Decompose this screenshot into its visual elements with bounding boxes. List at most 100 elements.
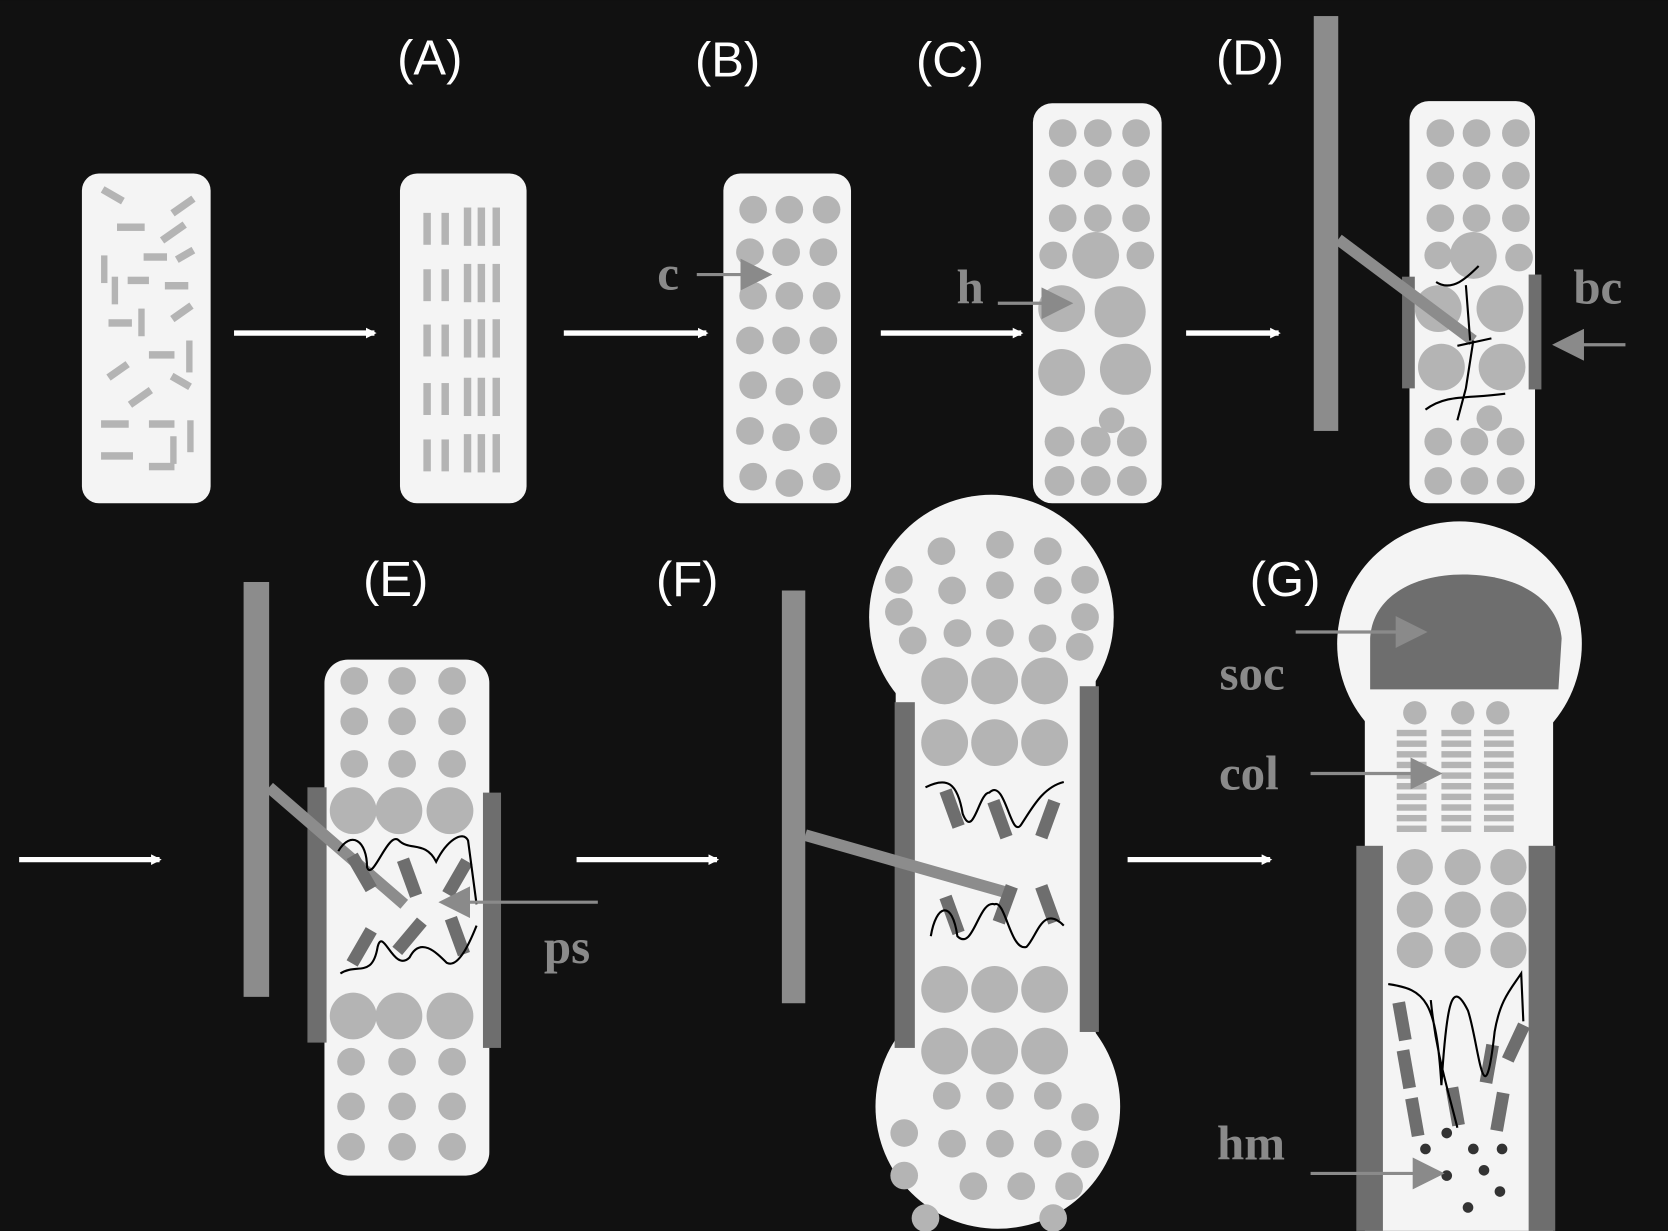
mesenchymal-cell: [148, 462, 175, 471]
cell: [1490, 891, 1527, 928]
cell: [921, 1027, 969, 1075]
cell: [1021, 719, 1069, 767]
columnar-chondrocyte: [1396, 825, 1427, 832]
chondrocyte: [772, 423, 800, 452]
cell: [1444, 931, 1481, 969]
cell: [932, 1081, 961, 1110]
chondrocyte: [492, 377, 500, 417]
mesenchymal-cell: [108, 319, 132, 327]
cell: [1462, 204, 1491, 233]
cell: [1033, 537, 1062, 565]
chondrocyte: [492, 319, 500, 358]
invading-capillaries: [1388, 970, 1525, 1128]
hematopoietic-cell: [1441, 1170, 1453, 1181]
columnar-chondrocyte: [1396, 783, 1427, 790]
hypertrophic-cell: [1405, 1097, 1425, 1138]
cell: [971, 719, 1019, 767]
mesenchymal-cell: [148, 351, 175, 359]
cell: [938, 576, 966, 605]
mesenchymal-cell: [101, 255, 108, 284]
chondrocyte: [812, 371, 841, 400]
chondrocyte: [477, 207, 486, 246]
chondrocyte: [441, 324, 449, 357]
cell: [388, 1133, 416, 1161]
cell: [1033, 1129, 1062, 1158]
hypertrophic-cell: [987, 799, 1013, 840]
cell: [1424, 427, 1453, 456]
cell: [1044, 466, 1075, 496]
cell: [1048, 159, 1077, 188]
cell: [927, 537, 956, 565]
cell: [986, 530, 1014, 559]
cell: [1122, 119, 1150, 147]
cell: [1048, 119, 1077, 147]
hematopoietic-cell: [1496, 1143, 1508, 1155]
cell: [1044, 426, 1075, 457]
chondrocyte: [463, 207, 472, 246]
mesenchymal-cell: [117, 223, 145, 231]
chondrocyte: [492, 263, 500, 303]
chondrocyte: [775, 377, 804, 406]
hematopoietic-cell: [1420, 1143, 1431, 1155]
columnar-chondrocyte: [1441, 772, 1472, 779]
chondrocyte: [441, 212, 449, 245]
cell: [426, 787, 474, 835]
cell: [1460, 427, 1489, 456]
cartilage-model: [1409, 101, 1536, 504]
chondrocyte: [809, 326, 838, 355]
cell: [971, 657, 1019, 705]
chondrocyte: [441, 383, 449, 415]
chondrocyte: [477, 319, 486, 358]
columnar-chondrocyte: [1483, 783, 1514, 790]
hypertrophic-cell: [1445, 1086, 1465, 1127]
cell: [1039, 241, 1067, 270]
cell: [1083, 204, 1112, 233]
mesenchymal-cell: [170, 436, 177, 464]
cell: [1462, 119, 1491, 147]
cell: [1426, 161, 1455, 190]
chondrocyte: [477, 434, 486, 473]
columnar-chondrocyte: [1396, 761, 1427, 769]
chondrocyte: [477, 263, 486, 303]
chondrocyte: [739, 462, 767, 491]
chondrocyte: [739, 195, 767, 224]
cell: [1496, 467, 1525, 495]
chondrocyte: [775, 469, 804, 497]
cell: [337, 1047, 365, 1076]
cell: [1462, 161, 1491, 190]
cell: [1460, 467, 1489, 495]
chondrocyte: [812, 462, 841, 491]
hypertrophic-cell: [992, 884, 1018, 925]
hypertrophic-cell: [1392, 1001, 1412, 1042]
cell: [971, 966, 1019, 1013]
chondrocyte: [423, 439, 431, 472]
cell: [1071, 566, 1099, 594]
cell: [971, 1027, 1019, 1075]
chondrocyte: [812, 282, 841, 310]
cell: [1098, 407, 1125, 434]
cell: [1122, 204, 1150, 233]
hypertrophic-cell: [346, 852, 377, 893]
label-b: (B): [695, 34, 760, 88]
cell: [1007, 1172, 1036, 1201]
mesenchymal-cell: [138, 308, 145, 337]
label-e: (E): [363, 553, 428, 607]
cell: [1021, 657, 1069, 705]
hematopoietic-cell: [1462, 1202, 1474, 1213]
cell: [1065, 633, 1094, 661]
cell: [986, 619, 1014, 647]
hematopoietic-cell: [1478, 1164, 1490, 1176]
cell: [340, 667, 369, 695]
columnar-chondrocyte: [1441, 761, 1472, 769]
cell: [388, 1047, 416, 1076]
chondrocyte: [463, 434, 472, 473]
bone-collar: [482, 792, 502, 1048]
label-f: (F): [656, 553, 718, 607]
cell: [1080, 466, 1111, 496]
bone-collar: [1356, 845, 1383, 1231]
bone-collar: [307, 787, 327, 1043]
cell: [1021, 1027, 1069, 1075]
annotation-col: col: [1219, 745, 1279, 800]
cell: [388, 750, 416, 778]
cell: [1116, 426, 1147, 457]
